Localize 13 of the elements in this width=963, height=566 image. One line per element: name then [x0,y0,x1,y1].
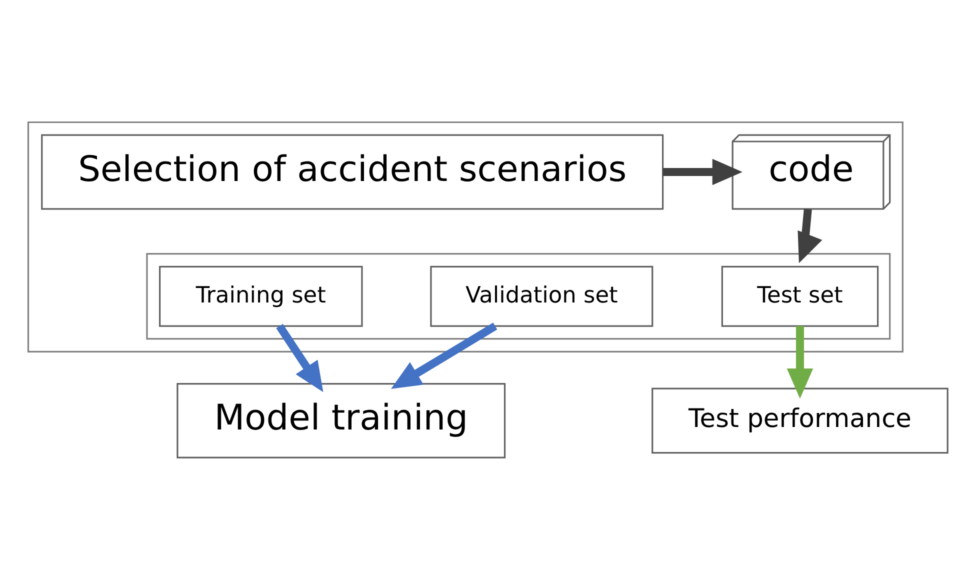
node-box: Test set [721,265,879,326]
cluster [146,252,891,340]
arrow [786,326,814,398]
arrow [276,323,324,392]
node-box: Test performance [652,387,948,454]
arrow [391,322,498,388]
arrow [798,208,822,263]
node-box: Validation set [430,265,654,326]
node-box: Training set [159,265,363,326]
arrow [662,158,742,185]
node-box: Model training [176,382,506,458]
cluster [27,120,904,352]
node-box: Selection of accident scenarios [41,134,664,210]
